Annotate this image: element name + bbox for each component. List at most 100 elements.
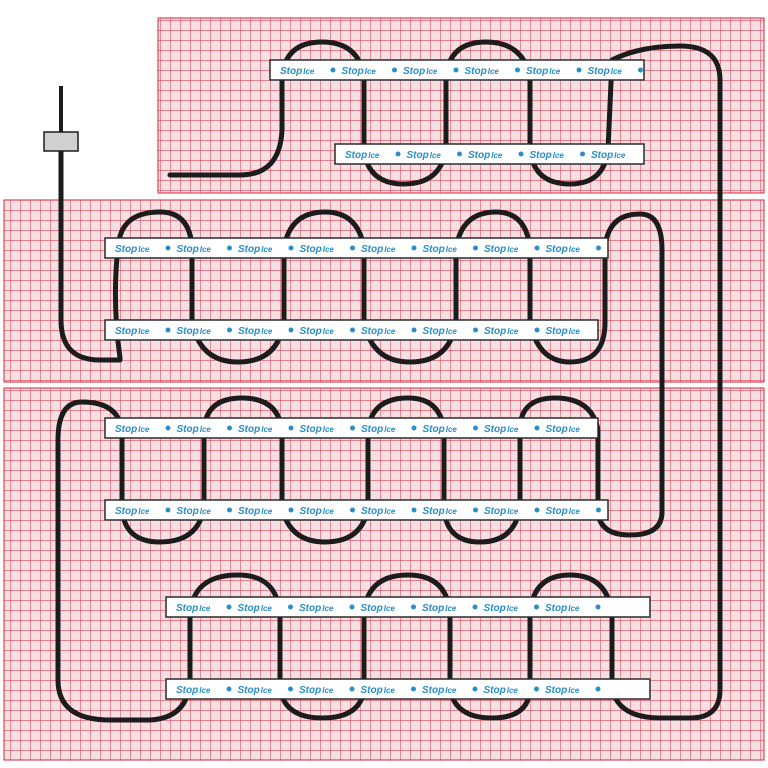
tape-label: StopIce bbox=[546, 244, 581, 255]
tape-dot bbox=[472, 604, 478, 610]
tape-dot bbox=[350, 327, 355, 333]
tape-strip-body bbox=[165, 596, 651, 618]
tape-dot bbox=[411, 425, 417, 431]
tape-label: StopIce bbox=[545, 685, 580, 696]
tape-strip-body bbox=[334, 143, 645, 165]
tape-dot bbox=[349, 686, 355, 692]
tape-label: StopIce bbox=[403, 66, 438, 77]
tape-dot bbox=[226, 604, 232, 610]
tape-label: StopIce bbox=[526, 66, 561, 77]
tape-dot bbox=[411, 686, 416, 692]
tape-label: StopIce bbox=[545, 603, 580, 614]
tape-dot bbox=[473, 425, 478, 431]
tape-label: StopIce bbox=[115, 326, 150, 337]
tape-label: StopIce bbox=[300, 244, 335, 255]
tape-dot bbox=[227, 507, 232, 513]
tape-dot bbox=[638, 67, 643, 73]
tape-dot bbox=[392, 67, 397, 73]
tape-dot bbox=[534, 327, 540, 333]
tape-dot bbox=[411, 245, 417, 251]
tape-label: StopIce bbox=[484, 685, 519, 696]
tape-label: StopIce bbox=[484, 603, 519, 614]
tape-strip-body bbox=[165, 678, 651, 700]
tape-strip-5: StopIce StopIce StopIce StopIce StopIce StopI… bbox=[104, 417, 599, 439]
tape-dot bbox=[165, 425, 171, 431]
tape-dot bbox=[518, 151, 524, 157]
heating-cable bbox=[55, 39, 723, 723]
tape-label: StopIce bbox=[115, 424, 150, 435]
tape-label: StopIce bbox=[465, 66, 500, 77]
tape-dot bbox=[576, 67, 582, 73]
tape-dot bbox=[595, 686, 601, 692]
tape-label: StopIce bbox=[177, 506, 212, 517]
tape-dot bbox=[473, 507, 478, 513]
tape-label: StopIce bbox=[176, 603, 211, 614]
tape-dot bbox=[534, 245, 540, 251]
tape-label: StopIce bbox=[484, 506, 519, 517]
tape-dot bbox=[227, 245, 232, 251]
tape-label: StopIce bbox=[238, 685, 273, 696]
tape-dot bbox=[457, 151, 462, 157]
junction-box-body bbox=[43, 131, 79, 152]
tape-dot bbox=[165, 245, 171, 251]
tape-label: StopIce bbox=[484, 424, 519, 435]
tape-label: StopIce bbox=[300, 424, 335, 435]
tape-label: StopIce bbox=[423, 424, 458, 435]
tape-dot bbox=[595, 604, 601, 610]
tape-dot bbox=[288, 507, 294, 513]
tape-label: StopIce bbox=[361, 685, 396, 696]
tape-dot bbox=[395, 151, 401, 157]
tape-dot bbox=[411, 327, 417, 333]
tape-dot bbox=[288, 327, 294, 333]
tape-dot bbox=[473, 245, 478, 251]
tape-dot bbox=[330, 67, 336, 73]
tape-dot bbox=[288, 604, 293, 610]
tape-label: StopIce bbox=[300, 326, 335, 337]
tape-dot bbox=[472, 686, 478, 692]
tape-dot bbox=[473, 327, 478, 333]
heating-cable-path bbox=[55, 39, 723, 723]
tape-label: StopIce bbox=[423, 244, 458, 255]
tape-strip-8: StopIce StopIce StopIce StopIce StopIce StopI… bbox=[165, 678, 651, 700]
mesh-mat-bottom bbox=[3, 387, 765, 761]
tape-label: StopIce bbox=[345, 150, 380, 161]
tape-label: StopIce bbox=[422, 685, 457, 696]
tape-label: StopIce bbox=[299, 685, 334, 696]
tape-label: StopIce bbox=[530, 150, 565, 161]
tape-dot bbox=[226, 686, 232, 692]
tape-dot bbox=[534, 425, 540, 431]
mesh-mat-middle bbox=[3, 199, 765, 383]
tape-strip-body bbox=[104, 237, 609, 259]
tape-label: StopIce bbox=[423, 506, 458, 517]
tape-dot bbox=[288, 425, 294, 431]
tape-label: StopIce bbox=[361, 326, 396, 337]
tape-dot bbox=[596, 507, 601, 513]
tape-label: StopIce bbox=[422, 603, 457, 614]
tape-label: StopIce bbox=[238, 506, 273, 517]
tape-dot bbox=[350, 245, 355, 251]
tape-dot bbox=[227, 327, 232, 333]
tape-label: StopIce bbox=[468, 150, 503, 161]
tape-strip-body bbox=[104, 499, 609, 521]
tape-label: StopIce bbox=[546, 424, 581, 435]
tape-label: StopIce bbox=[361, 424, 396, 435]
tape-label: StopIce bbox=[342, 66, 377, 77]
tape-dot bbox=[350, 425, 355, 431]
tape-label: StopIce bbox=[238, 244, 273, 255]
mesh-mats bbox=[3, 17, 765, 761]
tape-dot bbox=[165, 327, 171, 333]
tape-dot bbox=[534, 686, 539, 692]
junction-box-icon bbox=[43, 86, 79, 152]
tape-dot bbox=[534, 604, 539, 610]
tape-dot bbox=[534, 507, 540, 513]
tape-label: StopIce bbox=[591, 150, 626, 161]
tape-dot bbox=[227, 425, 232, 431]
